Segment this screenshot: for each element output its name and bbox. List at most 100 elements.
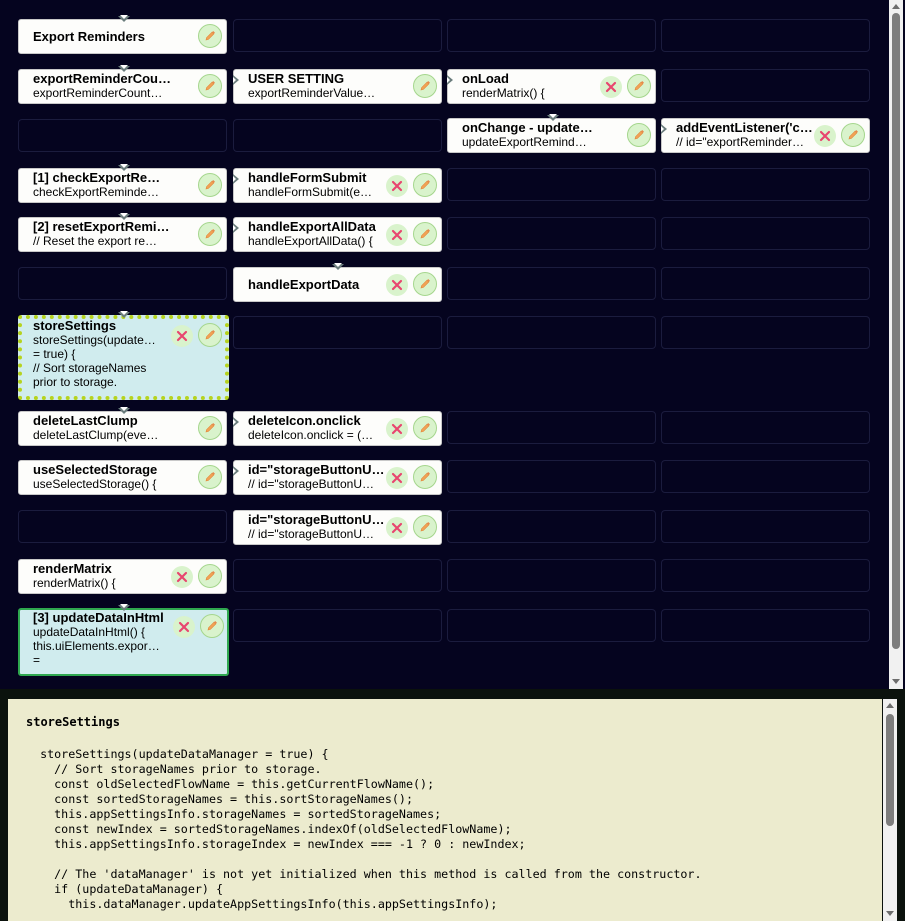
- delete-button[interactable]: [600, 76, 622, 98]
- empty-slot: [661, 217, 870, 250]
- edit-button[interactable]: [413, 173, 437, 197]
- empty-slot: [233, 316, 442, 349]
- node-reset-export-reminder[interactable]: [2] resetExportRemi…// Reset the export …: [18, 217, 227, 252]
- node-title: [3] updateDataInHtml: [33, 611, 164, 625]
- connector-arrow: [233, 417, 239, 427]
- pencil-icon: [204, 422, 216, 434]
- edit-button[interactable]: [627, 74, 651, 98]
- code-title: storeSettings: [26, 715, 120, 729]
- node-title: addEventListener('c…: [676, 121, 813, 135]
- node-add-event-listener[interactable]: addEventListener('c…// id="exportReminde…: [661, 118, 870, 153]
- empty-slot: [447, 168, 656, 201]
- empty-slot: [447, 267, 656, 300]
- delete-button[interactable]: [386, 517, 408, 539]
- pencil-icon: [206, 620, 218, 632]
- empty-slot: [661, 559, 870, 592]
- node-title: useSelectedStorage: [33, 463, 158, 477]
- pencil-icon: [204, 228, 216, 240]
- empty-slot: [661, 460, 870, 493]
- node-storage-button-u-2[interactable]: id="storageButtonU…// id="storageButtonU…: [233, 510, 442, 545]
- delete-button[interactable]: [386, 224, 408, 246]
- connector-caret: [547, 114, 559, 121]
- edit-button[interactable]: [413, 272, 437, 296]
- connector-caret: [118, 65, 130, 72]
- delete-button[interactable]: [386, 418, 408, 440]
- empty-slot: [18, 510, 227, 543]
- delete-button[interactable]: [814, 125, 836, 147]
- edit-button[interactable]: [198, 323, 222, 347]
- connector-arrow: [233, 75, 239, 85]
- edit-button[interactable]: [841, 123, 865, 147]
- edit-button[interactable]: [413, 416, 437, 440]
- connector-arrow: [233, 466, 239, 476]
- edit-button[interactable]: [200, 614, 224, 638]
- scroll-down-arrow-icon[interactable]: [892, 679, 900, 684]
- scroll-down-arrow-icon[interactable]: [886, 911, 894, 916]
- edit-button[interactable]: [198, 222, 222, 246]
- node-export-reminders[interactable]: Export Reminders: [18, 19, 227, 54]
- edit-button[interactable]: [198, 465, 222, 489]
- empty-slot: [233, 119, 442, 152]
- node-subtitle: exportReminderCount…: [33, 86, 163, 100]
- empty-slot: [447, 609, 656, 642]
- close-x-icon: [605, 81, 617, 93]
- edit-button[interactable]: [198, 416, 222, 440]
- node-title: exportReminderCou…: [33, 72, 171, 86]
- node-title: id="storageButtonU…: [248, 513, 385, 527]
- delete-button[interactable]: [386, 467, 408, 489]
- connector-caret: [118, 164, 130, 171]
- edit-button[interactable]: [198, 564, 222, 588]
- node-title: USER SETTING: [248, 72, 345, 86]
- edit-button[interactable]: [413, 222, 437, 246]
- node-storage-button-u-1[interactable]: id="storageButtonU…// id="storageButtonU…: [233, 460, 442, 495]
- code-scrollbar[interactable]: [883, 699, 897, 921]
- delete-button[interactable]: [171, 325, 193, 347]
- edit-button[interactable]: [627, 123, 651, 147]
- empty-slot: [447, 411, 656, 444]
- edit-button[interactable]: [413, 465, 437, 489]
- delete-button[interactable]: [386, 274, 408, 296]
- delete-button[interactable]: [171, 566, 193, 588]
- close-x-icon: [391, 180, 403, 192]
- edit-button[interactable]: [413, 74, 437, 98]
- matrix-scrollbar[interactable]: [889, 0, 903, 689]
- edit-button[interactable]: [198, 74, 222, 98]
- pencil-icon: [419, 228, 431, 240]
- scrollbar-thumb[interactable]: [886, 714, 894, 826]
- delete-button[interactable]: [173, 616, 195, 638]
- scroll-up-arrow-icon[interactable]: [892, 4, 900, 9]
- edit-button[interactable]: [198, 24, 222, 48]
- delete-button[interactable]: [386, 175, 408, 197]
- scrollbar-thumb[interactable]: [892, 13, 900, 649]
- empty-slot: [661, 510, 870, 543]
- node-handle-export-data[interactable]: handleExportData: [233, 267, 442, 302]
- node-check-export-reminder[interactable]: [1] checkExportRem…checkExportReminde…: [18, 168, 227, 203]
- flow-matrix[interactable]: Export Reminders exportReminderCou…expor…: [0, 0, 889, 689]
- empty-slot: [661, 316, 870, 349]
- code-viewer[interactable]: storeSettings storeSettings(updateDataMa…: [8, 699, 882, 921]
- close-x-icon: [391, 522, 403, 534]
- connector-arrow: [233, 223, 239, 233]
- connector-arrow: [661, 124, 667, 134]
- close-x-icon: [391, 229, 403, 241]
- edit-button[interactable]: [413, 515, 437, 539]
- edit-button[interactable]: [198, 173, 222, 197]
- node-export-reminder-count[interactable]: exportReminderCou…exportReminderCount…: [18, 69, 227, 104]
- connector-arrow: [233, 174, 239, 184]
- code-body[interactable]: storeSettings(updateDataManager = true) …: [40, 747, 702, 911]
- scroll-up-arrow-icon[interactable]: [886, 703, 894, 708]
- node-title: Export Reminders: [33, 30, 145, 44]
- node-on-change[interactable]: onChange - updateE…updateExportRemind…: [447, 118, 656, 153]
- pencil-icon: [204, 179, 216, 191]
- empty-slot: [447, 510, 656, 543]
